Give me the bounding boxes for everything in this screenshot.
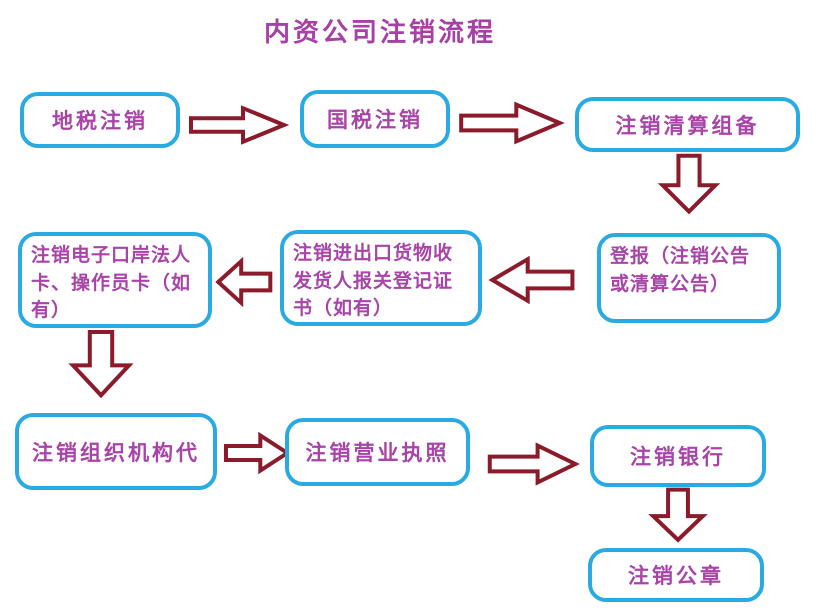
arrow-down-icon xyxy=(66,330,136,398)
node-official-seal-deregistration: 注销公章 xyxy=(588,548,764,602)
arrow-left-icon xyxy=(216,256,272,308)
node-bank-deregistration: 注销银行 xyxy=(590,425,766,487)
arrow-left-icon xyxy=(489,254,575,306)
arrow-right-icon xyxy=(224,431,290,475)
arrow-down-icon xyxy=(656,154,722,214)
page-title: 内资公司注销流程 xyxy=(263,18,496,48)
node-customs-registration-deregistration: 注销进出口货物收发货人报关登记证书（如有） xyxy=(280,230,482,326)
node-liquidation-group-filing: 注销清算组备 xyxy=(575,97,800,152)
node-local-tax-deregistration: 地税注销 xyxy=(20,92,180,148)
arrow-right-icon xyxy=(458,100,564,146)
arrow-down-icon xyxy=(647,488,709,542)
node-national-tax-deregistration: 国税注销 xyxy=(300,90,450,148)
arrow-right-icon xyxy=(487,441,579,487)
node-business-license-deregistration: 注销营业执照 xyxy=(285,418,470,486)
node-newspaper-announcement: 登报（注销公告或清算公告） xyxy=(597,233,781,323)
node-eport-cards-deregistration: 注销电子口岸法人卡、操作员卡（如有） xyxy=(18,232,212,328)
arrow-right-icon xyxy=(188,104,288,146)
node-organization-code-deregistration: 注销组织机构代 xyxy=(15,413,217,490)
